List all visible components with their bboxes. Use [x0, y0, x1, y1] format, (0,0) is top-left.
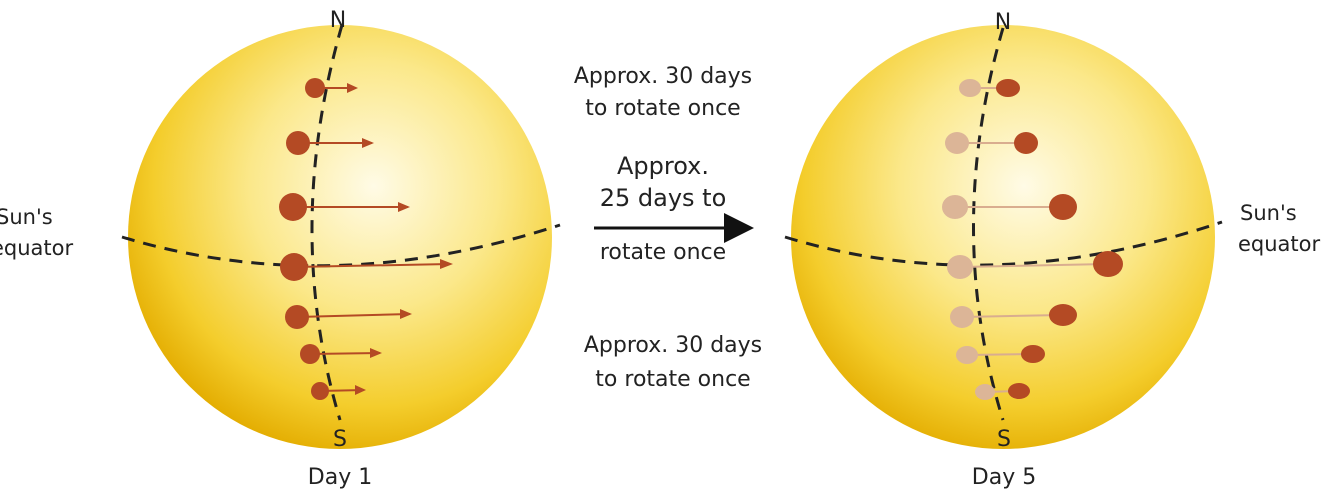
sunspot: [279, 193, 307, 221]
sunspot: [300, 344, 320, 364]
left-south-label: S: [333, 427, 347, 452]
right-equator-label-line1: Sun's: [1240, 201, 1297, 225]
sunspot-original: [959, 79, 981, 97]
sunspot: [305, 78, 325, 98]
right-south-label: S: [997, 427, 1011, 452]
sunspot-original: [950, 306, 974, 328]
sunspot: [1008, 383, 1030, 399]
sunspot: [285, 305, 309, 329]
left-north-label: N: [330, 8, 346, 33]
sunspot-original: [945, 132, 969, 154]
left-sun-group: N S Day 1 Sun's equator: [0, 8, 560, 490]
sunspot: [996, 79, 1020, 97]
left-equator-label-line1: Sun's: [0, 205, 53, 229]
sunspot-original: [956, 346, 978, 364]
sunspot-original: [942, 195, 968, 219]
center-rotation-text-line3: rotate once: [600, 240, 726, 265]
bottom-rotation-text-line2: to rotate once: [595, 367, 750, 392]
bottom-rotation-text-line1: Approx. 30 days: [584, 333, 762, 358]
sunspot: [1049, 304, 1077, 326]
sunspot-original: [975, 384, 995, 400]
sunspot: [280, 253, 308, 281]
left-equator-label-line2: equator: [0, 236, 74, 260]
top-rotation-text-line1: Approx. 30 days: [574, 64, 752, 89]
sunspot: [1093, 251, 1123, 277]
right-sun-group: N S Day 5 Sun's equator: [785, 10, 1321, 490]
right-day-label: Day 5: [972, 465, 1036, 490]
sunspot: [311, 382, 329, 400]
center-rotation-text-line1: Approx.: [617, 152, 709, 180]
sunspot-original: [947, 255, 973, 279]
right-equator-label-line2: equator: [1238, 232, 1321, 256]
sunspot: [1021, 345, 1045, 363]
top-rotation-text-line2: to rotate once: [585, 96, 740, 121]
right-north-label: N: [995, 10, 1011, 35]
sunspot: [1014, 132, 1038, 154]
sunspot: [286, 131, 310, 155]
sunspot: [1049, 194, 1077, 220]
middle-annotations: Approx. 30 days to rotate once Approx. 2…: [574, 64, 762, 392]
left-day-label: Day 1: [308, 465, 372, 490]
center-rotation-text-line2: 25 days to: [600, 184, 727, 212]
